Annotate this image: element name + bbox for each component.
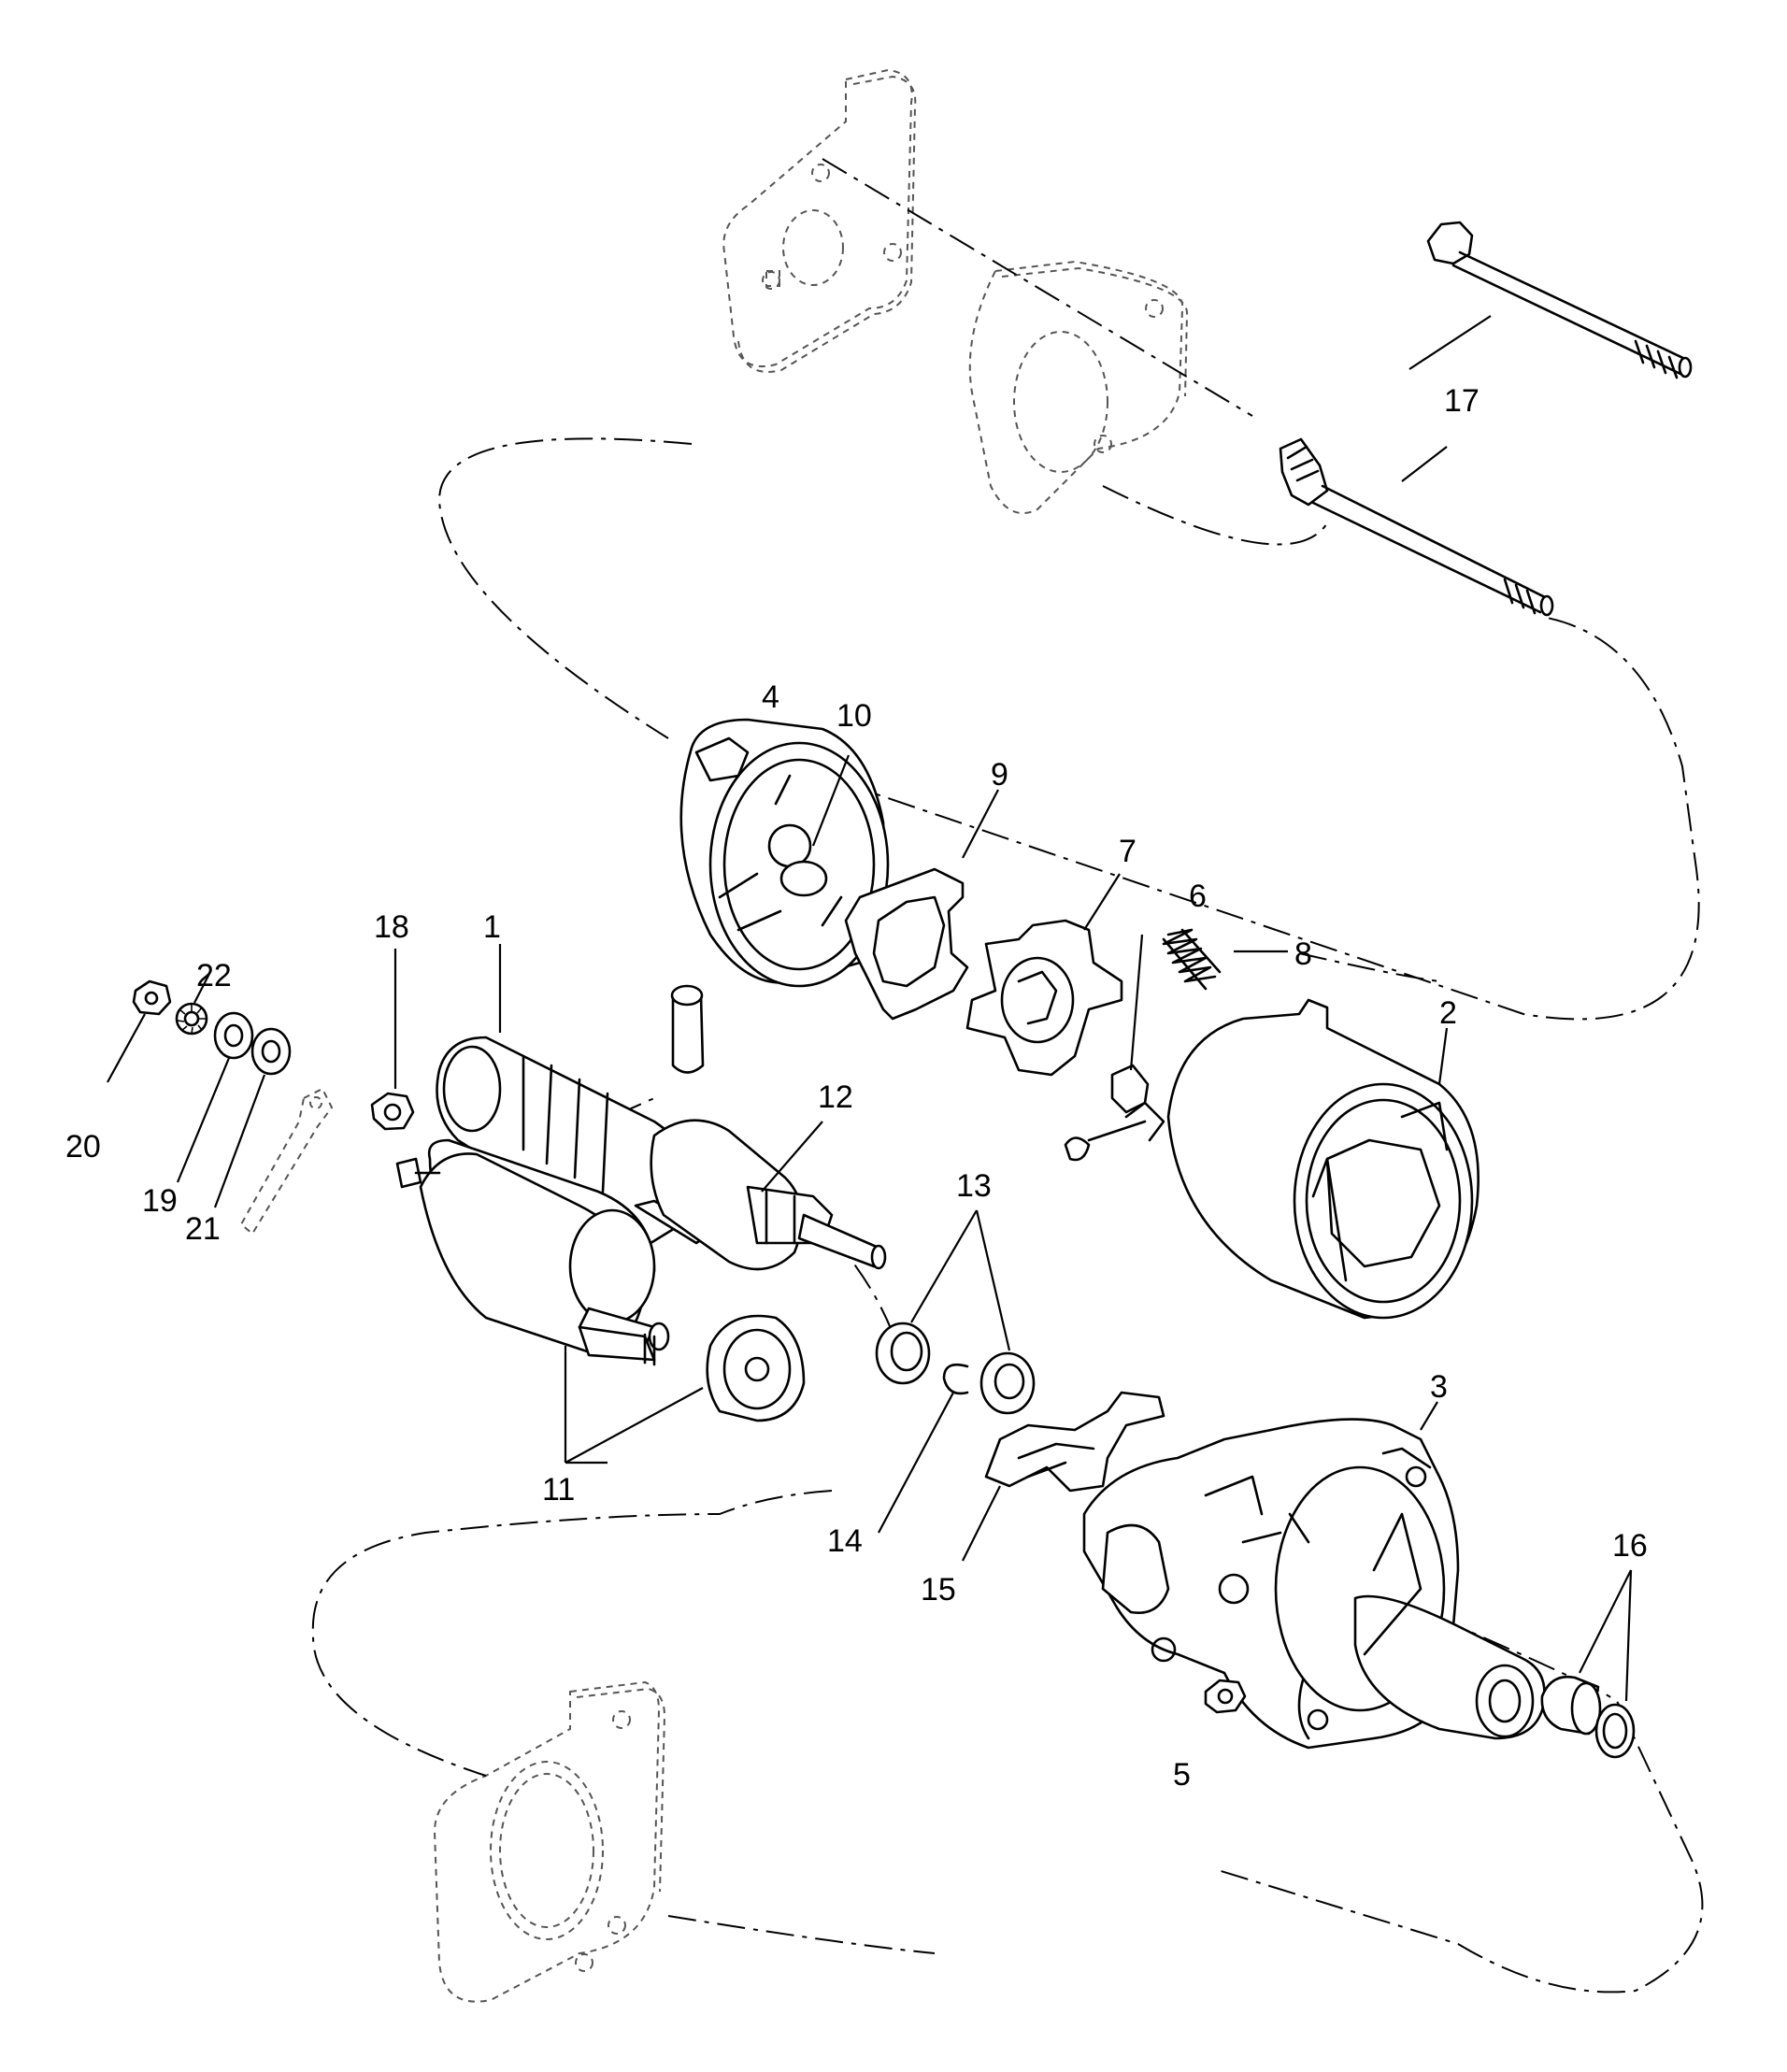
circlip-14	[878, 1363, 969, 1534]
stud-and-bush-11	[564, 1314, 806, 1465]
callout-8: 8	[1294, 936, 1312, 972]
nut-5	[1204, 1679, 1247, 1714]
callout-21: 21	[185, 1211, 221, 1247]
drive-housing-3	[1082, 1401, 1546, 1750]
callout-2: 2	[1439, 995, 1457, 1031]
bush-and-seal-16	[1540, 1569, 1636, 1759]
lock-washer-22	[175, 971, 211, 1036]
washer-19	[176, 1011, 254, 1183]
callout-20: 20	[65, 1129, 101, 1165]
callout-22: 22	[196, 958, 232, 993]
callout-7: 7	[1119, 834, 1137, 869]
brush-holder-7	[965, 873, 1123, 1077]
callout-labels: 1 2 3 4 5 6 7 8 9 10 11 12 13 14 15 16 1…	[65, 383, 1648, 1793]
callout-18: 18	[374, 909, 409, 945]
washer-21	[213, 1027, 292, 1208]
shift-lever-15	[962, 1391, 1165, 1562]
bottom-phantom-bracket	[433, 1680, 666, 2003]
stud-17-lower	[1279, 315, 1554, 617]
phantom-cable-lug	[239, 1087, 334, 1236]
end-cover-4	[679, 718, 890, 988]
washers-13	[875, 1209, 1036, 1415]
callout-3: 3	[1430, 1369, 1448, 1405]
top-phantom-bracket	[722, 68, 1189, 514]
callout-12: 12	[818, 1079, 853, 1115]
callout-19: 19	[142, 1183, 178, 1219]
callout-4: 4	[762, 679, 779, 715]
callout-1: 1	[483, 909, 501, 945]
callout-10: 10	[836, 698, 872, 734]
callout-16: 16	[1612, 1528, 1648, 1564]
callout-15: 15	[921, 1572, 956, 1608]
spring-8	[1162, 928, 1288, 991]
callout-17: 17	[1444, 383, 1480, 419]
callout-11: 11	[542, 1472, 575, 1508]
callout-6: 6	[1189, 879, 1207, 914]
gasket-9	[844, 789, 999, 1021]
bushing-10	[670, 754, 851, 1074]
callout-9: 9	[991, 757, 1008, 793]
motor-assembly-1	[395, 944, 887, 1357]
callout-5: 5	[1173, 1757, 1191, 1793]
yoke-housing-2	[1064, 998, 1480, 1320]
bolt-17-upper	[1426, 221, 1693, 379]
nut-18	[370, 949, 415, 1131]
callout-14: 14	[827, 1523, 863, 1559]
nut-20	[107, 979, 172, 1083]
pinion-12	[761, 1121, 823, 1193]
callout-13: 13	[956, 1168, 992, 1204]
brush-6	[1110, 934, 1150, 1114]
